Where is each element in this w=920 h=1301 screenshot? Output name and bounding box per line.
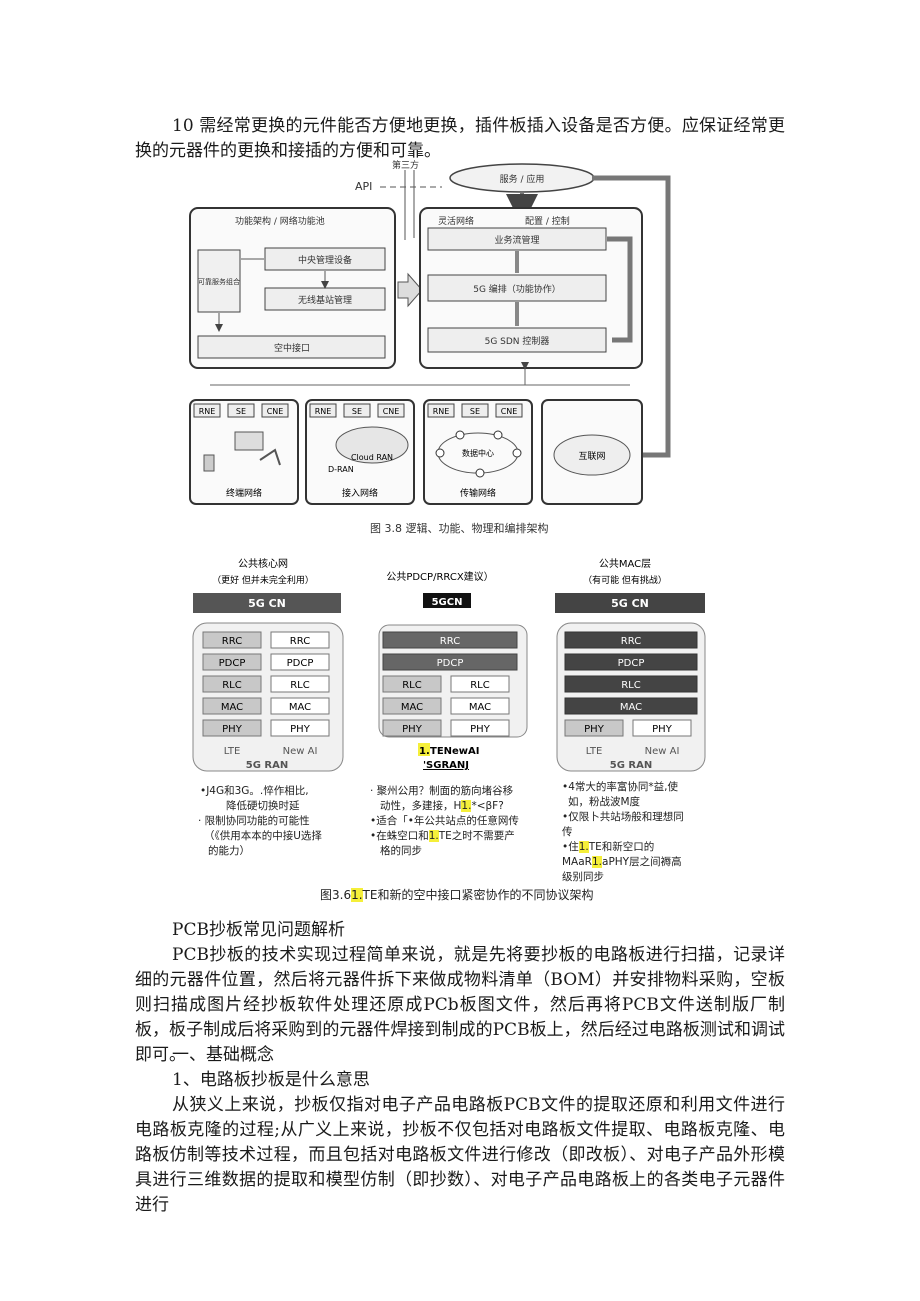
svg-text:LTE: LTE <box>586 746 603 757</box>
heading-what-is-copy-board: 1、电路板抄板是什么意思 <box>172 1070 370 1090</box>
svg-text:MAC: MAC <box>620 702 642 713</box>
svg-text:CNE: CNE <box>383 407 400 416</box>
col3-title: 公共MAC层 <box>599 558 651 570</box>
access-network-box: RNE SE CNE Cloud RAN D-RAN 接入网络 <box>305 399 415 505</box>
svg-text:RRC: RRC <box>621 636 641 647</box>
svg-text:RLC: RLC <box>402 680 422 691</box>
transport-network-label: 传输网络 <box>460 487 496 499</box>
svg-text:RLC: RLC <box>290 680 310 691</box>
svg-text:PHY: PHY <box>470 724 491 735</box>
svg-text:PHY: PHY <box>222 724 243 735</box>
svg-text:RLC: RLC <box>470 680 490 691</box>
left-panel-title: 功能架构 / 网络功能池 <box>235 215 325 227</box>
api-label: API <box>355 180 372 193</box>
internet-label: 互联网 <box>578 451 605 462</box>
heading-basic-concepts: 一、基础概念 <box>172 1045 274 1065</box>
svg-text:5G CN: 5G CN <box>248 597 286 610</box>
svg-text:PHY: PHY <box>652 724 673 735</box>
right-panel-title-a: 灵活网络 <box>438 215 474 227</box>
sdn-controller-label: 5G SDN 控制器 <box>485 335 550 347</box>
air-interface-label: 空中接口 <box>274 342 310 354</box>
fig2-caption: 图3.61.TE和新的空中接口紧密协作的不同协议架构 <box>320 888 594 902</box>
svg-text:RNE: RNE <box>433 407 450 416</box>
terminal-network-label: 终端网络 <box>226 487 262 499</box>
internet-box: 互联网 <box>541 399 643 505</box>
svg-text:TENewAI: TENewAI <box>430 746 480 757</box>
col1-title: 公共核心网 <box>238 557 288 570</box>
svg-text:New AI: New AI <box>283 746 318 757</box>
air-interface-box <box>197 335 386 359</box>
svg-text:PDCP: PDCP <box>287 658 314 669</box>
svg-text:New AI: New AI <box>645 746 680 757</box>
svg-text:RRC: RRC <box>222 636 242 647</box>
svg-text:MAC: MAC <box>469 702 491 713</box>
notes-col1: •J4G和3G。.悴作相比, 降低硬切换时延 · 限制协同功能的可能性 （《供用… <box>198 785 322 857</box>
d-ran-label: D-RAN <box>328 465 354 474</box>
data-center-label: 数据中心 <box>462 448 494 458</box>
col3-cn-bar <box>555 593 705 613</box>
svg-text:PHY: PHY <box>402 724 423 735</box>
paragraph-definition: 从狭义上来说，抄板仅指对电子产品电路板PCB文件的提取还原和利用文件进行电路板克… <box>135 1095 785 1215</box>
third-party-label: 第三方 <box>392 160 419 171</box>
service-flow-label: 业务流管理 <box>494 234 539 246</box>
svg-text:5G RAN: 5G RAN <box>610 760 652 771</box>
svg-text:5G CN: 5G CN <box>611 597 649 610</box>
svg-text:RRC: RRC <box>440 636 460 647</box>
orchestration-box <box>427 274 607 302</box>
orchestration-label: 5G 编排（功能协作） <box>473 283 561 295</box>
svg-text:PHY: PHY <box>290 724 311 735</box>
svg-text:PDCP: PDCP <box>618 658 645 669</box>
svg-text:SE: SE <box>236 407 246 416</box>
svg-text:PDCP: PDCP <box>437 658 464 669</box>
transport-network-box: RNE SE CNE 数据中心 传输网络 <box>423 399 533 505</box>
service-combo-box <box>197 249 241 313</box>
paragraph-pcb-process: PCB抄板的技术实现过程简单来说，就是先将要抄板的电路板进行扫描，记录详细的元器… <box>135 945 785 1065</box>
svg-text:RLC: RLC <box>621 680 641 691</box>
svg-text:RRC: RRC <box>290 636 310 647</box>
svg-text:LTE: LTE <box>224 746 241 757</box>
col2-cn-bar <box>423 593 471 608</box>
cloud-ran-label: Cloud RAN <box>351 453 393 462</box>
col2-title: 公共PDCP/RRCX建议） <box>386 570 493 583</box>
section-title: PCB抄板常见问题解析 <box>172 920 345 940</box>
loop-arrow <box>607 236 633 343</box>
svg-text:RLC: RLC <box>222 680 242 691</box>
svg-text:CNE: CNE <box>501 407 518 416</box>
col1-subtitle: （更好 但并未完全利用） <box>212 574 314 586</box>
central-mgmt-box <box>264 247 386 271</box>
service-flow-box <box>427 227 607 251</box>
fig1-caption: 图 3.8 逻辑、功能、物理和编排架构 <box>370 521 549 535</box>
architecture-diagram: 第三方 API 服务 / 应用 功能架构 / 网络功能池 可靠服务组合 中央管理… <box>189 160 671 535</box>
svg-text:'SGRANJ: 'SGRANJ <box>423 760 469 771</box>
terminal-network-box: RNE SE CNE 终端网络 <box>189 399 299 505</box>
svg-text:RNE: RNE <box>199 407 216 416</box>
svg-text:CNE: CNE <box>267 407 284 416</box>
notes-col2: · 聚州公用？制面的筋向堵谷移 动性，多建接，H1.*<βF? •适合「•年公共… <box>370 785 519 857</box>
notes-col3: •4常大的率富协同*益,使 如，粉战波M度 •仅限卜共站场般和理想同 传 •住1… <box>562 781 684 883</box>
col1-cn-bar <box>193 593 341 613</box>
svg-text:MAC: MAC <box>221 702 243 713</box>
sdn-controller-box <box>427 327 607 353</box>
svg-text:MAC: MAC <box>401 702 423 713</box>
svg-text:5GCN: 5GCN <box>432 597 463 608</box>
protocol-stack-diagram: 公共核心网 （更好 但并未完全利用） 公共PDCP/RRCX建议） 公共MAC层… <box>192 557 706 772</box>
service-combo-label: 可靠服务组合 <box>198 277 240 286</box>
svg-text:1.: 1. <box>419 746 430 757</box>
svg-text:SE: SE <box>352 407 362 416</box>
central-mgmt-label: 中央管理设备 <box>298 254 352 266</box>
svg-text:MAC: MAC <box>289 702 311 713</box>
svg-text:PDCP: PDCP <box>219 658 246 669</box>
svg-text:5G RAN: 5G RAN <box>246 760 288 771</box>
right-panel-title-b: 配置 / 控制 <box>525 215 570 227</box>
left-to-right-arrow <box>397 272 423 308</box>
col3-subtitle: （有可能 但有挑战） <box>583 574 667 586</box>
svg-text:RNE: RNE <box>315 407 332 416</box>
intro-paragraph: 10 需经常更换的元件能否方便地更换，插件板插入设备是否方便。应保证经常更换的元… <box>135 116 785 161</box>
svg-text:PHY: PHY <box>584 724 605 735</box>
services-label: 服务 / 应用 <box>500 173 545 185</box>
radio-mgmt-label: 无线基站管理 <box>298 294 352 306</box>
access-network-label: 接入网络 <box>342 487 378 499</box>
svg-text:SE: SE <box>470 407 480 416</box>
